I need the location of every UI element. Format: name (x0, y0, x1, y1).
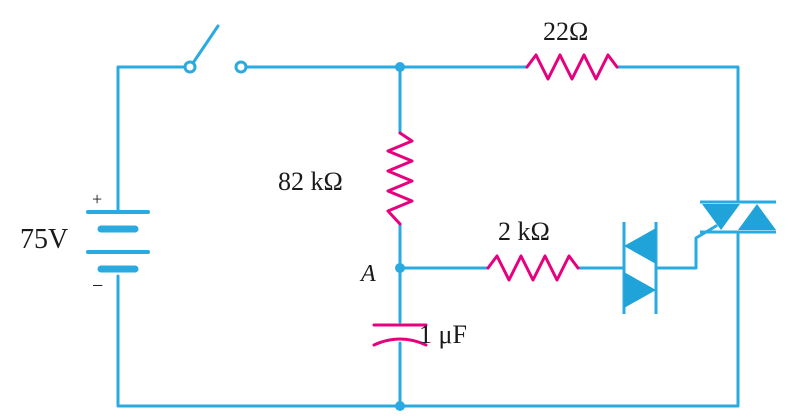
triac-icon (700, 200, 776, 268)
capacitor-plate-bottom (372, 337, 428, 347)
diac-icon (622, 222, 658, 314)
switch-contact-right (234, 60, 248, 74)
wire-left-upper (116, 65, 188, 214)
resistor-22-ohm-label: 22Ω (543, 17, 588, 46)
node-top (395, 62, 405, 72)
capacitor-label: 1 μF (419, 320, 467, 349)
node-bottom (395, 401, 405, 411)
node-a-dot (395, 263, 405, 273)
diac-triangle-down (624, 272, 656, 308)
wire-right-lower (398, 266, 740, 408)
battery-icon (86, 210, 150, 273)
resistor-82-kohm (386, 131, 414, 226)
switch-icon (183, 24, 248, 74)
battery-voltage-label: 75V (20, 224, 68, 255)
switch-arm (191, 24, 220, 65)
capacitor-icon (372, 323, 428, 347)
resistor-82-kohm-label: 82 kΩ (278, 167, 343, 196)
resistors (386, 53, 619, 282)
triac-triangle-up (738, 204, 776, 230)
resistor-22-ohm (525, 53, 619, 81)
battery-minus-label: − (92, 275, 103, 297)
resistor-2-kohm (486, 254, 580, 282)
triac-triangle-down (702, 204, 740, 230)
battery-plus-label: + (92, 189, 102, 209)
wire-left-lower (116, 274, 402, 408)
switch-contact-left (183, 60, 197, 74)
junction-dots (395, 62, 405, 411)
diac-triangle-up (624, 228, 656, 264)
wire-top-right (615, 65, 740, 204)
wires (116, 65, 740, 408)
node-a-label: A (359, 261, 376, 287)
resistor-2-kohm-label: 2 kΩ (498, 217, 550, 246)
